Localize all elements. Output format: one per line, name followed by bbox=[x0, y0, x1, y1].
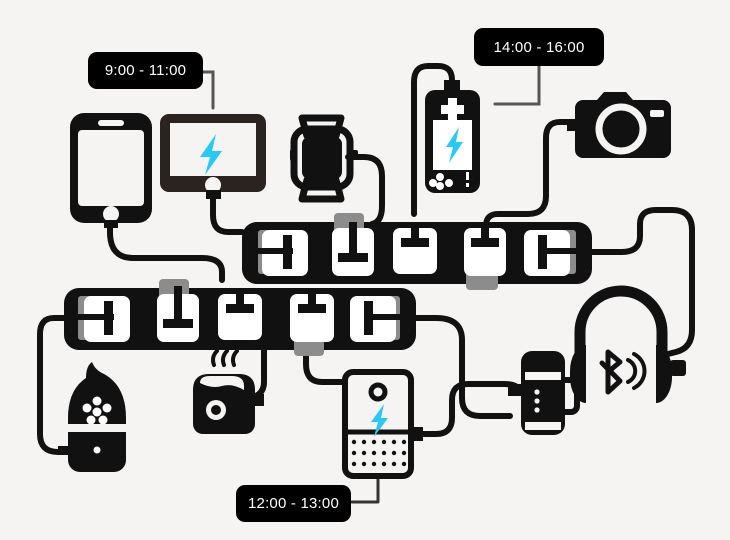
cable-lower-strip-right bbox=[413, 315, 513, 419]
device-smartwatch[interactable] bbox=[290, 114, 358, 203]
device-camera[interactable] bbox=[567, 92, 671, 158]
socket-1[interactable] bbox=[255, 230, 308, 276]
socket-2[interactable] bbox=[332, 213, 374, 276]
device-electric-kettle[interactable] bbox=[193, 349, 264, 434]
leader-noon bbox=[350, 476, 380, 504]
time-label-noon[interactable]: 12:00 - 13:00 bbox=[236, 485, 351, 522]
cable-handheld-game-console bbox=[411, 63, 455, 217]
upper-power-strip[interactable] bbox=[242, 213, 592, 290]
device-handheld-game-console[interactable] bbox=[425, 80, 480, 193]
socket-3[interactable] bbox=[393, 222, 437, 274]
cable-air-purifier-strip bbox=[303, 339, 345, 385]
time-label-morning[interactable]: 9:00 - 11:00 bbox=[88, 52, 203, 89]
socket-4[interactable] bbox=[290, 288, 334, 356]
cable-headphones bbox=[589, 207, 695, 357]
device-aroma-diffuser[interactable] bbox=[58, 362, 126, 472]
charging-bolt-icon bbox=[200, 134, 222, 175]
flower-icon bbox=[82, 396, 112, 425]
socket-1[interactable] bbox=[74, 296, 130, 342]
cable-aroma-diffuser bbox=[37, 315, 77, 455]
cable-tablet bbox=[210, 193, 245, 235]
cable-smartphone bbox=[107, 215, 225, 283]
device-portable-speaker[interactable] bbox=[508, 351, 580, 435]
socket-2[interactable] bbox=[157, 279, 199, 342]
cable-camera bbox=[483, 119, 577, 229]
socket-3[interactable] bbox=[218, 288, 262, 340]
device-headphones[interactable] bbox=[570, 285, 686, 403]
time-label-afternoon[interactable]: 14:00 - 16:00 bbox=[474, 28, 604, 66]
cable-smartwatch bbox=[345, 154, 385, 227]
socket-4[interactable] bbox=[464, 222, 506, 290]
socket-5[interactable] bbox=[350, 296, 410, 342]
lower-power-strip[interactable] bbox=[64, 279, 416, 356]
charging-bolt-icon bbox=[371, 404, 388, 437]
device-tablet[interactable] bbox=[160, 114, 266, 199]
socket-5[interactable] bbox=[524, 230, 582, 276]
bluetooth-icon bbox=[599, 349, 647, 395]
grille-dots bbox=[351, 439, 407, 467]
charging-bolt-icon bbox=[446, 127, 463, 163]
leader-morning bbox=[201, 70, 215, 110]
device-smartphone[interactable] bbox=[70, 113, 152, 228]
leader-afternoon bbox=[493, 64, 541, 106]
